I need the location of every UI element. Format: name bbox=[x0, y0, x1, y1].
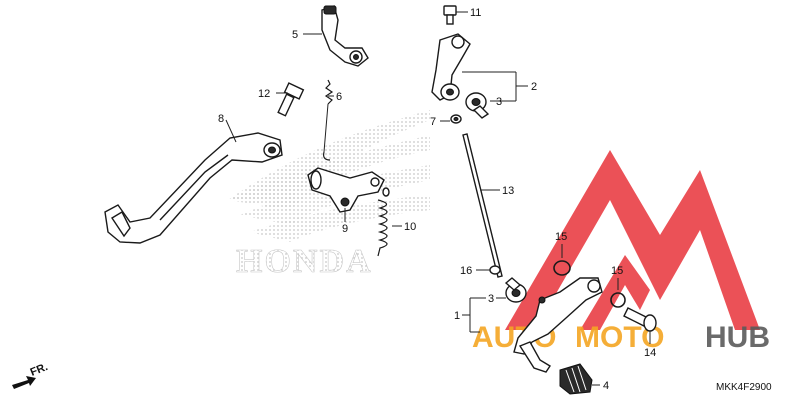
diagram-code: MKK4F2900 bbox=[716, 382, 772, 393]
ball-joint-3-upper-part bbox=[465, 92, 490, 119]
callout-8: 8 bbox=[218, 113, 224, 125]
callout-2: 2 bbox=[531, 81, 537, 93]
brake-pedal-part bbox=[104, 132, 283, 244]
automotohub-logo: AUTO MOTO HUB bbox=[472, 150, 770, 354]
callout-4: 4 bbox=[603, 380, 609, 392]
callout-15-upper: 15 bbox=[555, 231, 567, 243]
bolt-12-part bbox=[277, 82, 305, 117]
return-spring-6-part bbox=[323, 79, 334, 161]
callout-12: 12 bbox=[258, 88, 270, 100]
callout-numbers: 5 12 6 8 9 10 11 2 3 7 13 16 15 15 3 1 1… bbox=[218, 7, 656, 392]
coil-spring-10-part bbox=[377, 187, 390, 257]
callout-16: 16 bbox=[460, 265, 472, 277]
callout-9: 9 bbox=[342, 223, 348, 235]
oil-seal-15-upper-part bbox=[553, 260, 571, 276]
callout-5: 5 bbox=[292, 29, 298, 41]
leader-lines bbox=[225, 11, 651, 386]
callout-3-lower: 3 bbox=[488, 293, 494, 305]
nut-16-part bbox=[489, 265, 501, 275]
logo-hub-text: HUB bbox=[705, 321, 770, 354]
shift-pedal-lower-part bbox=[513, 277, 603, 373]
oil-seal-15-lower-part bbox=[610, 292, 626, 308]
watermark-brand-text: HONDA bbox=[236, 243, 373, 280]
ball-joint-3-lower-part bbox=[504, 277, 527, 303]
joint-arm-5-part bbox=[321, 5, 369, 67]
callout-3-upper: 3 bbox=[496, 96, 502, 108]
callout-6: 6 bbox=[336, 91, 342, 103]
callout-13: 13 bbox=[502, 185, 514, 197]
bolt-11-part bbox=[443, 5, 457, 25]
shift-rubber-4-part bbox=[559, 363, 593, 395]
nut-7-part bbox=[450, 114, 462, 124]
callout-15-lower: 15 bbox=[611, 265, 623, 277]
callout-11: 11 bbox=[470, 7, 481, 19]
tie-rod-13-part bbox=[462, 133, 503, 278]
shift-arm-2-part bbox=[431, 33, 471, 101]
shift-arm-9-part bbox=[307, 167, 385, 213]
logo-triangle-icon bbox=[505, 150, 760, 330]
callout-7: 7 bbox=[430, 116, 436, 128]
front-direction-arrow-icon: FR. bbox=[12, 361, 50, 389]
front-direction-label: FR. bbox=[29, 361, 50, 379]
callout-10: 10 bbox=[404, 221, 416, 233]
callout-14: 14 bbox=[644, 347, 656, 359]
callout-1: 1 bbox=[454, 310, 460, 322]
